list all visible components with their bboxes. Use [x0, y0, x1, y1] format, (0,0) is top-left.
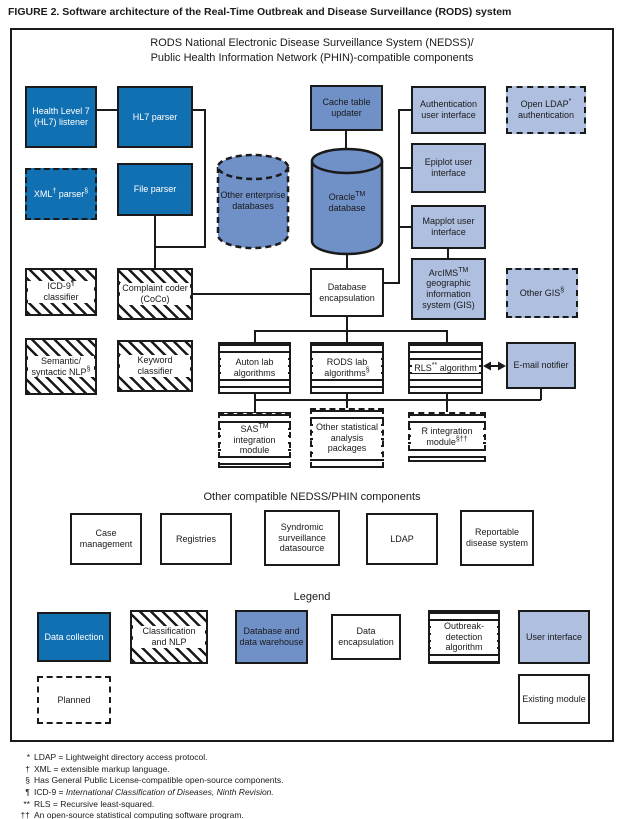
box-rods-lab-algorithms: RODS lab algorithms§ [310, 342, 384, 394]
box-sas-integration-module: SASTM integration module [218, 412, 291, 468]
box-database-encapsulation: Database encapsulation [310, 268, 384, 317]
footnote-r: ††An open-source statistical computing s… [20, 810, 244, 819]
box-arcims-gis: ArcIMSTM geographic information system (… [411, 258, 486, 320]
box-hl7-parser: HL7 parser [117, 86, 193, 148]
box-auton-lab-algorithms: Auton lab algorithms [218, 342, 291, 394]
box-xml-parser: XML† parser§ [25, 168, 97, 220]
footnotes: *LDAP = Lightweight directory access pro… [14, 752, 614, 819]
box-other-gis: Other GIS§ [506, 268, 578, 318]
box-keyword-classifier: Keyword classifier [117, 340, 193, 392]
footnote-icd9: ¶ICD-9 = International Classification of… [25, 787, 274, 798]
box-open-ldap: Open LDAP* authentication [506, 86, 586, 134]
footnote-ldap: *LDAP = Lightweight directory access pro… [26, 752, 208, 762]
box-cache-table-updater: Cache table updater [310, 85, 383, 131]
box-rls-algorithm: RLS** algorithm [408, 342, 483, 394]
box-ldap: LDAP [366, 513, 438, 565]
box-epiplot-ui: Epiplot user interface [411, 143, 486, 193]
box-syndromic-surveillance-datasource: Syndromic surveillance datasource [264, 510, 340, 566]
box-complaint-coder: Complaint coder (CoCo) [117, 268, 193, 320]
figure-caption: FIGURE 2. Software architecture of the R… [8, 6, 512, 18]
legend-data-collection: Data collection [37, 612, 111, 662]
panel-title-line1: RODS National Electronic Disease Surveil… [150, 37, 474, 49]
footnote-xml: †XML = extensible markup language. [25, 763, 170, 774]
panel-title-line2: Public Health Information Network (PHIN)… [150, 51, 474, 64]
cylinder-oracle-database: OracleTM database [309, 146, 385, 258]
box-registries: Registries [160, 513, 232, 565]
legend-database-warehouse: Database and data warehouse [235, 610, 308, 664]
compatible-section-title: Other compatible NEDSS/PHIN components [203, 491, 421, 503]
box-authentication-ui: Authentication user interface [411, 86, 486, 134]
box-hl7-listener: Health Level 7 (HL7) listener [25, 86, 97, 148]
double-arrow-icon [483, 361, 506, 371]
box-mapplot-ui: Mapplot user interface [411, 205, 486, 249]
box-other-statistical-packages: Other statistical analysis packages [310, 408, 384, 468]
footnote-rls: **RLS = Recursive least-squared. [23, 798, 155, 809]
footnote-gpl: §Has General Public License-compatible o… [25, 775, 284, 786]
box-file-parser: File parser [117, 163, 193, 216]
legend-title: Legend [293, 591, 331, 603]
box-email-notifier: E-mail notifier [506, 342, 576, 389]
box-semantic-syntactic-nlp: Semantic/ syntactic NLP§ [25, 338, 97, 395]
legend-existing-module: Existing module [518, 674, 590, 724]
legend-data-encapsulation: Data encapsulation [331, 614, 401, 660]
panel-title: RODS National Electronic Disease Surveil… [10, 36, 614, 66]
legend-outbreak-detection: Outbreak-detection algorithm [428, 610, 500, 664]
cylinder-other-enterprise-databases: Other enterprise databases [215, 152, 291, 252]
box-case-management: Case management [70, 513, 142, 565]
legend-classification-nlp: Classification and NLP [130, 610, 208, 664]
legend-user-interface: User interface [518, 610, 590, 664]
box-r-integration-module: R integration module§†† [408, 412, 486, 462]
box-icd9-classifier: ICD-9¶ classifier [25, 268, 97, 316]
box-reportable-disease-system: Reportable disease system [460, 510, 534, 566]
legend-planned: Planned [37, 676, 111, 724]
